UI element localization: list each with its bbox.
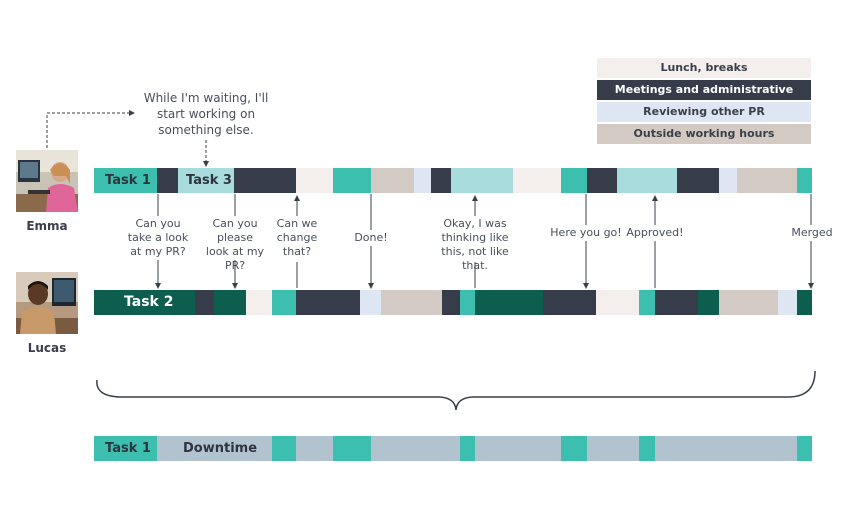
summary-downtime-segment	[371, 436, 460, 461]
lucas-review-task-segment	[272, 290, 296, 315]
emma-meeting-segment	[677, 168, 719, 193]
emma-outside-segment	[371, 168, 414, 193]
summary-downtime-segment	[296, 436, 333, 461]
summary-active-segment	[797, 436, 812, 461]
emma-review-task-segment	[617, 168, 677, 193]
lucas-task-segment	[214, 290, 246, 315]
timeline-brace	[96, 370, 816, 411]
summary-downtime-segment	[587, 436, 639, 461]
emma-task1-label: Task 1	[105, 173, 151, 188]
message-1: Can you take a look at my PR?	[127, 217, 189, 258]
summary-track: Task 1 Downtime	[94, 436, 812, 461]
legend-reviewing-pr: Reviewing other PR	[597, 102, 811, 122]
emma-name: Emma	[26, 219, 68, 233]
message-2: Can you please look at my PR?	[205, 217, 265, 272]
emma-review-segment	[414, 168, 431, 193]
emma-meeting-segment	[587, 168, 617, 193]
lucas-meeting-segment	[543, 290, 596, 315]
thought-text: While I'm waiting, I'll start working on…	[143, 91, 269, 137]
summary-active-segment	[333, 436, 371, 461]
summary-task1-label: Task 1	[105, 441, 151, 456]
woman-at-computer-photo	[16, 150, 78, 212]
emma-task-segment	[333, 168, 371, 193]
lucas-task-segment	[797, 290, 812, 315]
lucas-task-segment	[475, 290, 543, 315]
lucas-review-segment	[778, 290, 797, 315]
lucas-task2-segment	[94, 290, 195, 315]
lucas-outside-segment	[719, 290, 778, 315]
lucas-outside-segment	[381, 290, 442, 315]
emma-outside-segment	[737, 168, 797, 193]
emma-review-segment	[719, 168, 737, 193]
summary-downtime-segment	[157, 436, 272, 461]
emma-meeting-segment	[234, 168, 296, 193]
summary-active-segment	[272, 436, 296, 461]
summary-active-segment	[561, 436, 587, 461]
emma-to-thought-arrow	[46, 110, 135, 148]
emma-lunch-segment	[296, 168, 333, 193]
message-4: Done!	[354, 231, 388, 244]
emma-track: Task 1 Task 3	[94, 168, 812, 193]
summary-downtime-segment	[655, 436, 797, 461]
legend-meetings: Meetings and administrative tasks	[597, 80, 811, 116]
lucas-meeting-segment	[195, 290, 214, 315]
emma-task1-segment	[94, 168, 157, 193]
lucas-meeting-segment	[655, 290, 698, 315]
lucas-meeting-segment	[296, 290, 360, 315]
lucas-meeting-segment	[442, 290, 460, 315]
message-6: Here you go!	[550, 226, 622, 239]
message-8: Merged	[791, 226, 833, 239]
message-5: Okay, I was thinking like this, not like…	[441, 217, 509, 272]
message-7: Approved!	[626, 226, 684, 239]
summary-task1-segment	[94, 436, 157, 461]
emma-meeting-segment	[157, 168, 178, 193]
emma-review-task-segment	[451, 168, 513, 193]
lucas-name: Lucas	[27, 341, 67, 355]
emma-avatar	[16, 150, 78, 212]
lucas-lunch-segment	[596, 290, 639, 315]
lucas-avatar	[16, 272, 78, 334]
lucas-lunch-segment	[246, 290, 272, 315]
emma-task-segment	[797, 168, 812, 193]
summary-active-segment	[639, 436, 655, 461]
lucas-review-segment	[360, 290, 381, 315]
emma-task3-label: Task 3	[186, 173, 232, 188]
emma-task3-segment	[178, 168, 234, 193]
lucas-task2-label: Task 2	[124, 294, 174, 310]
lucas-review-task-segment	[639, 290, 655, 315]
summary-downtime-label: Downtime	[183, 441, 258, 456]
lucas-track: Task 2	[94, 290, 812, 315]
emma-lunch-segment	[513, 168, 561, 193]
legend-lunch-breaks: Lunch, breaks	[597, 58, 811, 78]
legend-outside-hours: Outside working hours	[597, 124, 811, 144]
lucas-task-segment	[698, 290, 719, 315]
summary-downtime-segment	[475, 436, 561, 461]
man-at-computer-photo	[16, 272, 78, 334]
emma-task-segment	[561, 168, 587, 193]
message-3: Can we change that?	[276, 217, 318, 258]
summary-active-segment	[460, 436, 475, 461]
lucas-review-task-segment	[460, 290, 475, 315]
emma-meeting-segment	[431, 168, 451, 193]
